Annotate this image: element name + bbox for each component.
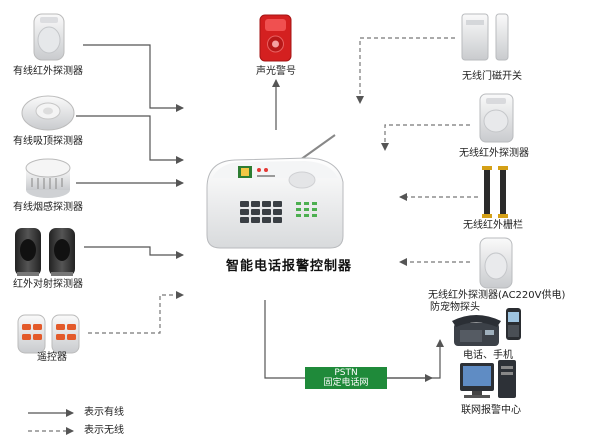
monitoring-center-device [460,360,516,398]
label-wired-smoke: 有线烟感探测器 [13,202,83,213]
pstn-label: PSTN [334,368,358,378]
label-wireless-fence: 无线红外栅栏 [463,220,523,231]
wireless-pir-device [479,93,514,143]
wireless-door-device [461,13,509,61]
siren-device [259,14,292,62]
label-wireless-pet-2: 防宠物探头 [430,302,480,313]
alarm-controller [206,134,344,249]
radio-wireless-pir [381,124,470,151]
remote-device [17,314,80,354]
wireless-fence-device [482,166,508,218]
wired-smoke-device [25,158,71,198]
controller-title: 智能电话报警控制器 [226,259,353,274]
wire-to-pstn [264,300,305,379]
wire-ir-beam [84,246,184,259]
label-ir-beam: 红外对射探测器 [13,279,83,290]
radio-remote [88,291,184,334]
wire-to-phone [387,339,444,379]
label-siren: 声光警号 [256,66,296,77]
wireless-pet-pir-device [479,237,513,289]
phone-device [452,308,521,346]
wire-wired-pir [83,44,184,112]
legend-wired-label: 表示有线 [84,407,124,418]
wire-wired-ceiling [76,115,184,164]
legend [28,409,74,435]
radio-door [356,37,455,104]
wired-ceiling-device [21,95,75,131]
legend-wireless-label: 表示无线 [84,425,124,436]
label-phone: 电话、手机 [463,350,513,361]
wireless-connections [88,37,478,334]
ir-beam-device [15,228,75,276]
label-wireless-pir: 无线红外探测器 [459,148,529,159]
label-remote: 遥控器 [37,352,67,363]
label-wireless-pet-1: 无线红外探测器(AC220V供电) [428,290,566,301]
wired-pir-device [33,13,65,61]
wired-connections [76,44,444,382]
label-center: 联网报警中心 [461,405,521,416]
label-wired-ceiling: 有线吸顶探测器 [13,136,83,147]
pstn-network-box: PSTN 固定电话网 [305,367,387,389]
label-wireless-door: 无线门磁开关 [462,71,522,82]
label-wired-pir: 有线红外探测器 [13,66,83,77]
pstn-sublabel: 固定电话网 [323,378,369,388]
